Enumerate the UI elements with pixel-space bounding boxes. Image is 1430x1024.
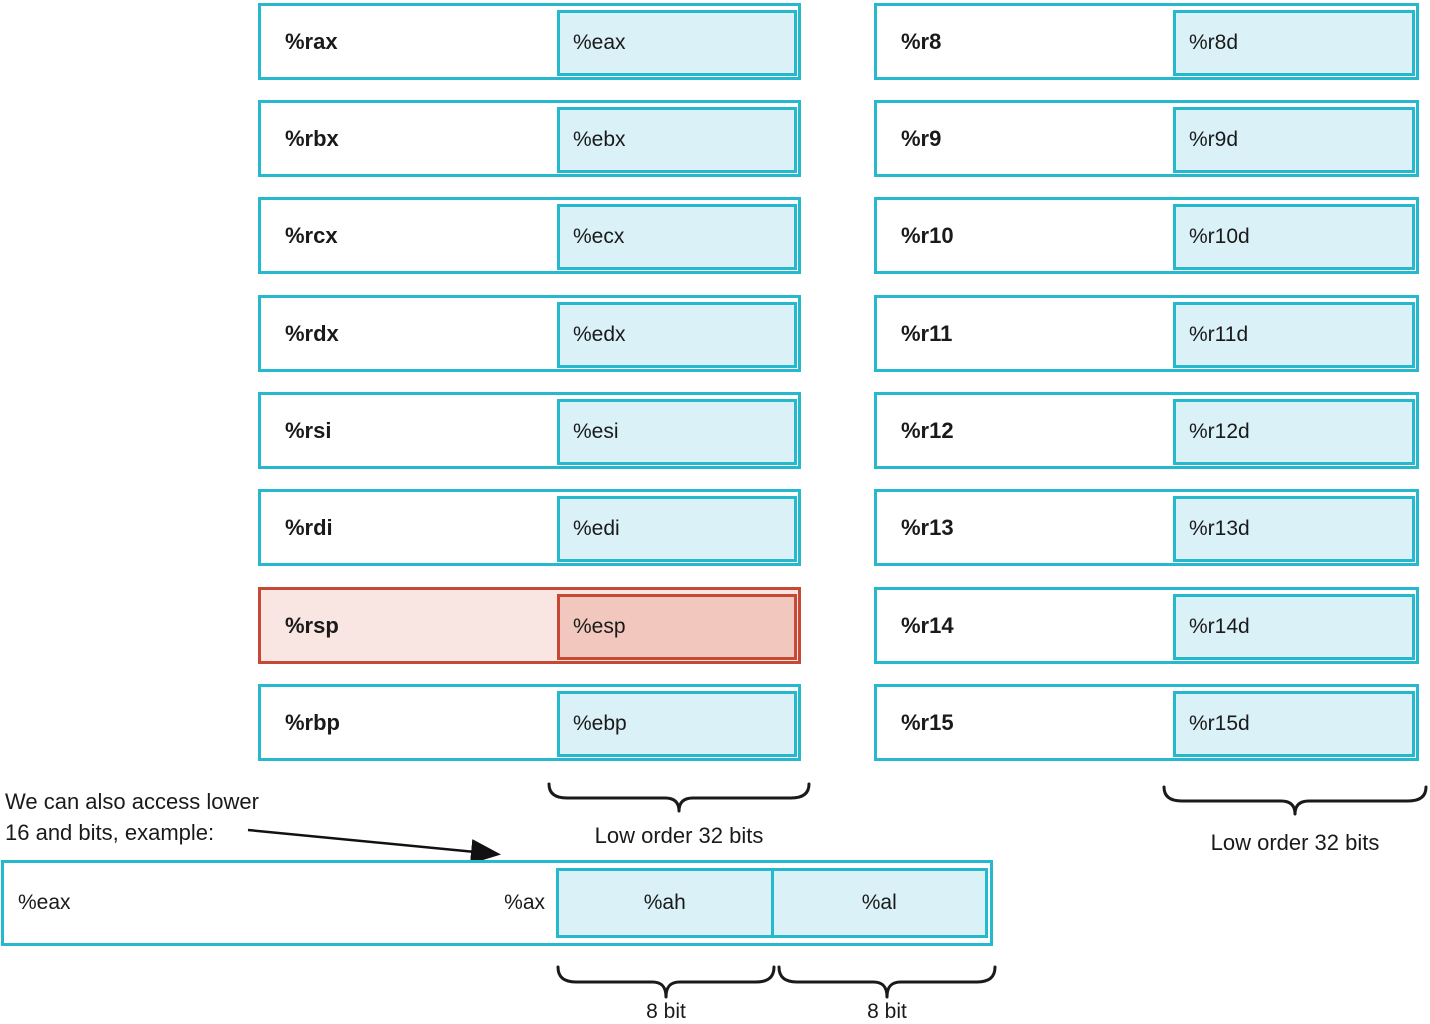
register-64-label: %r12 bbox=[901, 417, 954, 443]
underbrace-left-low32 bbox=[547, 782, 811, 813]
note-line-1: We can also access lower bbox=[5, 789, 259, 814]
register-row-rdx: %rdx %edx bbox=[258, 295, 801, 372]
high-byte-size-label: 8 bit bbox=[646, 1000, 686, 1023]
arrow-to-example bbox=[247, 828, 501, 865]
register-32-label: %esp bbox=[573, 615, 626, 638]
underbrace-low-byte bbox=[777, 965, 997, 999]
register-32-box: %esi bbox=[557, 399, 797, 465]
register-64-label: %rsi bbox=[285, 417, 332, 443]
register-row-rsi: %rsi %esi bbox=[258, 392, 801, 469]
register-row-rcx: %rcx %ecx bbox=[258, 197, 801, 274]
register-64-label: %r9 bbox=[901, 125, 942, 151]
register-64-label: %rdx bbox=[285, 320, 339, 346]
register-row-r12: %r12 %r12d bbox=[874, 392, 1419, 469]
register-32-box: %r14d bbox=[1173, 594, 1415, 660]
register-64-label: %r15 bbox=[901, 709, 954, 735]
register-32-label: %edi bbox=[573, 517, 620, 540]
register-64-label: %rcx bbox=[285, 222, 338, 248]
register-32-box: %r13d bbox=[1173, 496, 1415, 562]
register-row-r15: %r15 %r15d bbox=[874, 684, 1419, 761]
register-64-label: %r14 bbox=[901, 612, 954, 638]
register-32-box: %r11d bbox=[1173, 302, 1415, 368]
register-64-label: %r11 bbox=[901, 320, 953, 346]
register-row-r13: %r13 %r13d bbox=[874, 489, 1419, 566]
register-32-label: %edx bbox=[573, 323, 626, 346]
register-32-label: %r15d bbox=[1189, 712, 1250, 735]
register-row-r8: %r8 %r8d bbox=[874, 3, 1419, 80]
underbrace-right-low32 bbox=[1162, 785, 1428, 816]
register-32-box: %edx bbox=[557, 302, 797, 368]
register-32-label: %ebx bbox=[573, 128, 626, 151]
register-64-label: %rsp bbox=[285, 612, 339, 638]
register-64-label: %rax bbox=[285, 28, 338, 54]
register-row-rsp-highlighted: %rsp %esp bbox=[258, 587, 801, 664]
register-row-r14: %r14 %r14d bbox=[874, 587, 1419, 664]
register-row-r11: %r11 %r11d bbox=[874, 295, 1419, 372]
register-32-label: %r13d bbox=[1189, 517, 1250, 540]
register-32-box: %r15d bbox=[1173, 691, 1415, 757]
register-32-label: %r11d bbox=[1189, 323, 1249, 346]
register-64-label: %r8 bbox=[901, 28, 942, 54]
register-32-label: %esi bbox=[573, 420, 619, 443]
register-32-label: %r9d bbox=[1189, 128, 1239, 151]
register-32-box: %esp bbox=[557, 594, 797, 660]
register-32-box: %eax bbox=[557, 10, 797, 76]
low-byte-box: %al bbox=[773, 868, 988, 938]
high-byte-box: %ah bbox=[556, 868, 774, 938]
register-32-box: %edi bbox=[557, 496, 797, 562]
note-line-2: 16 and bits, example: bbox=[5, 820, 215, 845]
register-32-box: %ecx bbox=[557, 204, 797, 270]
register-32-label: %r10d bbox=[1189, 225, 1250, 248]
register-32-box: %r10d bbox=[1173, 204, 1415, 270]
register-64-label: %rbx bbox=[285, 125, 339, 151]
register-row-r10: %r10 %r10d bbox=[874, 197, 1419, 274]
register-32-box: %ebx bbox=[557, 107, 797, 173]
register-64-label: %r10 bbox=[901, 222, 954, 248]
register-32-label: %eax bbox=[573, 31, 626, 54]
register-32-label: %ebp bbox=[573, 712, 627, 735]
high-byte-label: %ah bbox=[643, 891, 686, 914]
low-order-32-bits-label-right: Low order 32 bits bbox=[1210, 830, 1380, 855]
register-row-rbx: %rbx %ebx bbox=[258, 100, 801, 177]
low-byte-label: %al bbox=[861, 891, 897, 914]
low-byte-size-label: 8 bit bbox=[867, 1000, 907, 1023]
register-64-label: %r13 bbox=[901, 514, 954, 540]
register-row-rax: %rax %eax bbox=[258, 3, 801, 80]
example-ax-label: %ax bbox=[504, 891, 545, 914]
register-row-rdi: %rdi %edi bbox=[258, 489, 801, 566]
register-32-box: %r12d bbox=[1173, 399, 1415, 465]
register-32-label: %r12d bbox=[1189, 420, 1250, 443]
register-row-r9: %r9 %r9d bbox=[874, 100, 1419, 177]
underbrace-high-byte bbox=[556, 965, 776, 999]
register-32-label: %ecx bbox=[573, 225, 625, 248]
register-32-box: %ebp bbox=[557, 691, 797, 757]
low-order-32-bits-label-left: Low order 32 bits bbox=[594, 823, 764, 848]
register-32-box: %r8d bbox=[1173, 10, 1415, 76]
register-64-label: %rbp bbox=[285, 709, 340, 735]
register-row-rbp: %rbp %ebp bbox=[258, 684, 801, 761]
example-byte-boxes: %ah %al bbox=[556, 868, 988, 938]
example-eax-label: %eax bbox=[18, 891, 71, 914]
note-text: We can also access lower 16 and bits, ex… bbox=[5, 786, 259, 848]
register-32-label: %r14d bbox=[1189, 615, 1250, 638]
example-eax-box: %eax %ax %ah %al bbox=[1, 860, 993, 946]
register-32-box: %r9d bbox=[1173, 107, 1415, 173]
register-64-label: %rdi bbox=[285, 514, 333, 540]
register-32-label: %r8d bbox=[1189, 31, 1239, 54]
